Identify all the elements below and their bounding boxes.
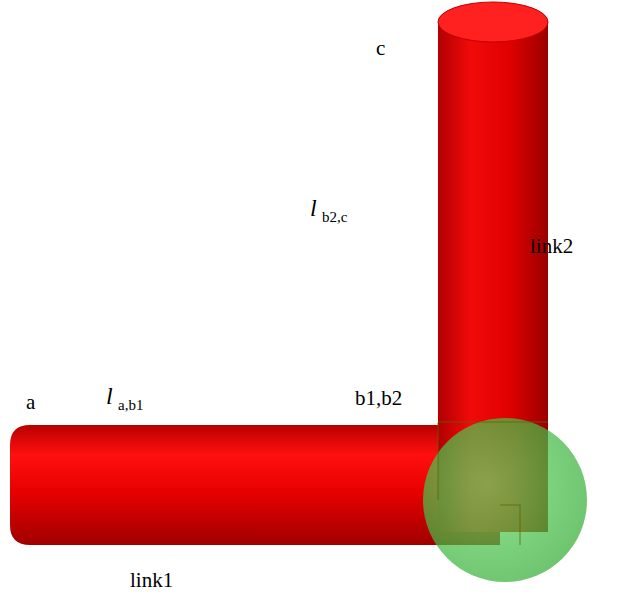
joint-inner-edge: [438, 422, 548, 545]
joint-sphere: [423, 418, 587, 582]
link-name: link2: [530, 236, 573, 257]
vector-subscript: b2,c: [322, 210, 347, 225]
point-label: a: [26, 392, 35, 413]
link2-top-cap: [438, 2, 548, 42]
point-label: c: [376, 38, 385, 59]
link-name: link1: [130, 570, 173, 591]
vector-subscript: a,b1: [118, 398, 143, 413]
point-label: b1,b2: [355, 388, 402, 409]
